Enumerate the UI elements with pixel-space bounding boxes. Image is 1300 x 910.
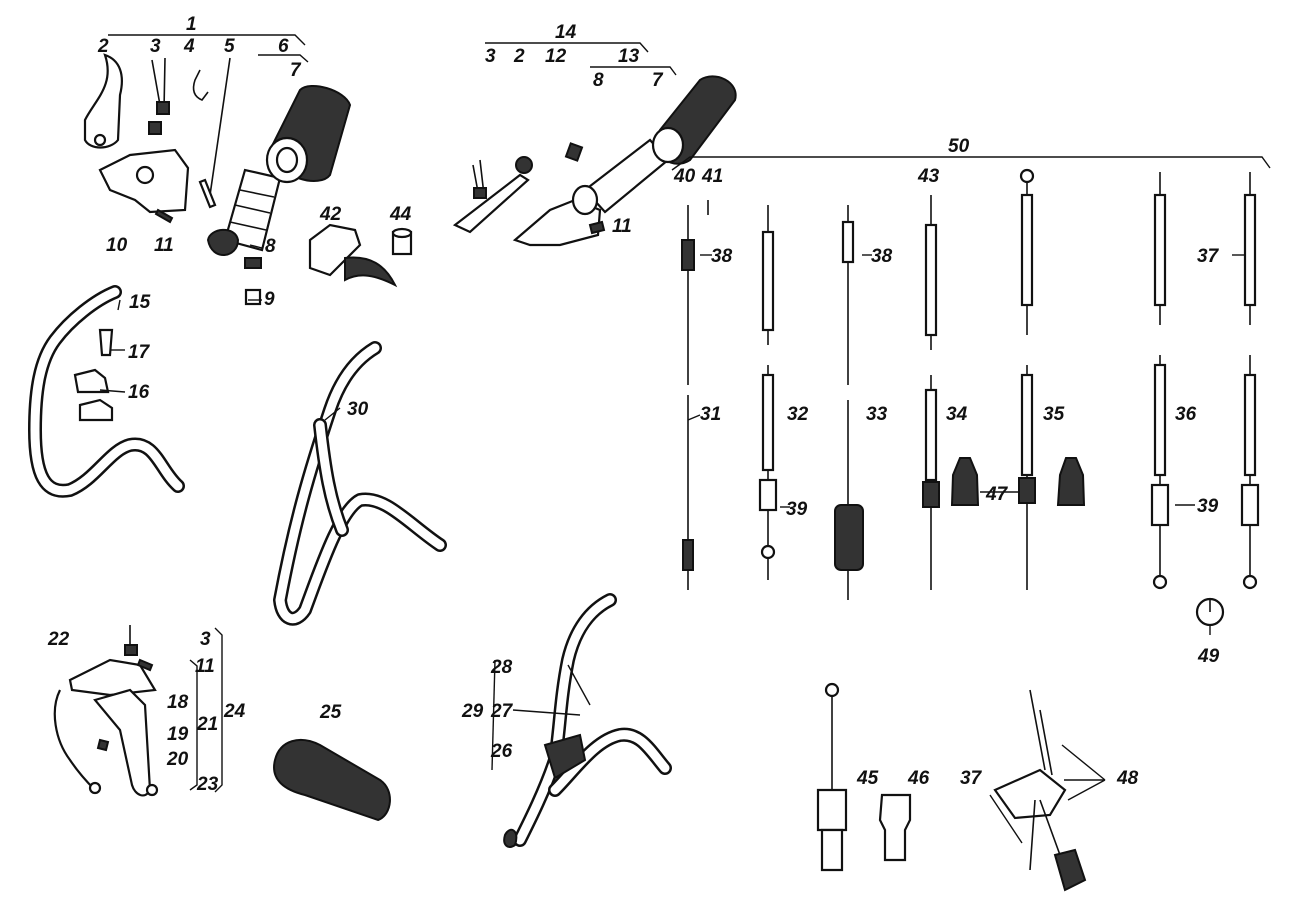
label-34: 34	[946, 404, 968, 425]
label-30: 30	[347, 399, 369, 420]
label-15: 15	[129, 292, 151, 313]
label-2b: 2	[513, 46, 525, 67]
label-4: 4	[183, 36, 195, 57]
label-50: 50	[948, 136, 970, 157]
label-22: 22	[47, 629, 70, 650]
label-6: 6	[278, 36, 289, 57]
label-12: 12	[545, 46, 567, 67]
label-2: 2	[97, 36, 109, 57]
grip-25	[273, 739, 391, 822]
label-25: 25	[319, 702, 342, 723]
label-17: 17	[128, 342, 151, 363]
label-43: 43	[917, 166, 940, 187]
label-5: 5	[224, 36, 235, 57]
label-8b: 8	[593, 70, 604, 91]
label-3b: 3	[485, 46, 496, 67]
label-13: 13	[618, 46, 640, 67]
label-41: 41	[701, 166, 723, 187]
part-number-labels: 1 2 3 4 5 6 7 10 11 8 9 42 44 14 3 2 12 …	[47, 14, 1220, 795]
label-26: 26	[490, 741, 513, 762]
label-11: 11	[154, 235, 174, 256]
label-9: 9	[264, 289, 275, 310]
label-10: 10	[106, 235, 128, 256]
label-28: 28	[490, 657, 513, 678]
label-48: 48	[1116, 768, 1139, 789]
label-49: 49	[1197, 646, 1220, 667]
cable-set	[671, 156, 1271, 627]
label-46: 46	[907, 768, 930, 789]
bottom-fittings	[816, 682, 1106, 892]
label-39b: 39	[1197, 496, 1219, 517]
label-29: 29	[461, 701, 484, 722]
label-24: 24	[223, 701, 246, 722]
label-14: 14	[555, 22, 577, 43]
label-11b: 11	[612, 216, 632, 237]
label-38a: 38	[711, 246, 733, 267]
label-7: 7	[290, 60, 302, 81]
label-27: 27	[490, 701, 514, 722]
label-23: 23	[196, 774, 219, 795]
label-45: 45	[856, 768, 879, 789]
label-47: 47	[985, 484, 1009, 505]
label-35: 35	[1043, 404, 1065, 425]
label-3c: 3	[200, 629, 211, 650]
handlebar-30	[273, 341, 447, 626]
label-36: 36	[1175, 404, 1197, 425]
label-7b: 7	[652, 70, 664, 91]
lever-assembly-24	[53, 625, 223, 797]
leader-lines	[99, 244, 1245, 771]
label-18: 18	[167, 692, 189, 713]
label-31: 31	[700, 404, 721, 425]
label-38b: 38	[871, 246, 893, 267]
handlebar-29	[503, 593, 672, 848]
left-control-assembly	[83, 34, 413, 306]
label-21: 21	[196, 714, 218, 735]
label-1: 1	[186, 14, 197, 35]
handlebar-15	[28, 285, 185, 498]
label-3: 3	[150, 36, 161, 57]
label-39a: 39	[786, 499, 808, 520]
label-11c: 11	[195, 656, 215, 677]
label-19: 19	[167, 724, 189, 745]
label-37a: 37	[1197, 246, 1220, 267]
label-16: 16	[128, 382, 150, 403]
label-37b: 37	[960, 768, 983, 789]
label-42: 42	[319, 204, 342, 225]
right-control-assembly	[452, 42, 737, 247]
label-8: 8	[265, 236, 276, 257]
label-33: 33	[866, 404, 888, 425]
label-32: 32	[787, 404, 809, 425]
label-40: 40	[673, 166, 696, 187]
label-44: 44	[389, 204, 412, 225]
label-20: 20	[166, 749, 189, 770]
